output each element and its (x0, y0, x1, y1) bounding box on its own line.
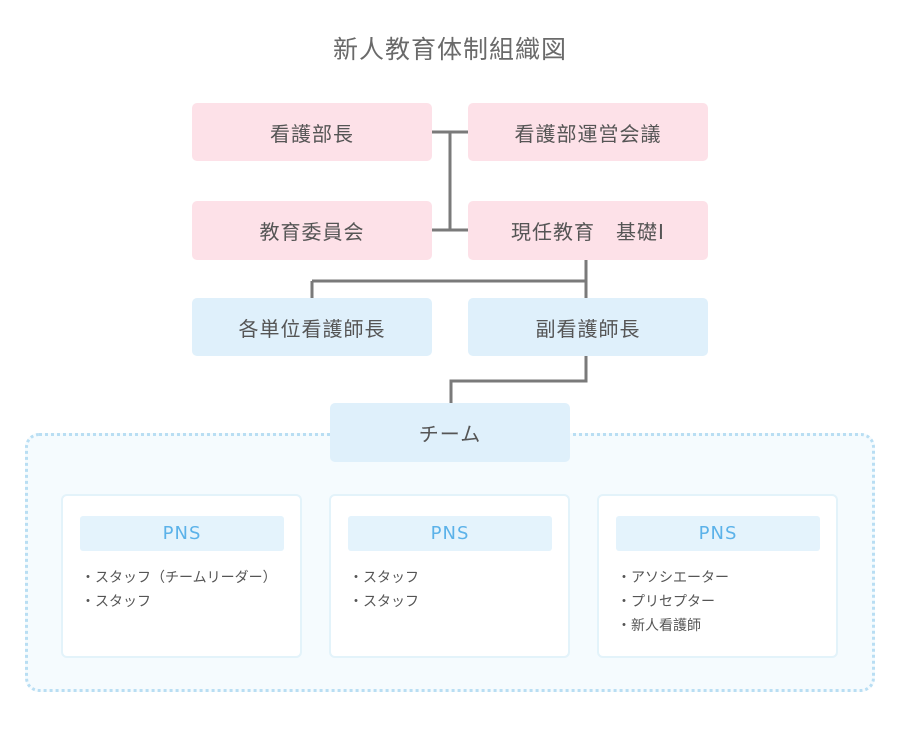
education-committee-box: 教育委員会 (192, 201, 432, 260)
pns-card-header: PNS (80, 516, 284, 551)
pns-member: スタッフ (349, 566, 419, 590)
pns-member: スタッフ (81, 590, 277, 614)
pns-member-list: アソシエーター プリセプター 新人看護師 (617, 566, 729, 638)
deputy-head-nurse-box: 副看護師長 (468, 298, 708, 356)
current-education-box: 現任教育 基礎Ⅰ (468, 201, 708, 260)
nursing-dept-meeting-label: 看護部運営会議 (514, 121, 662, 146)
nurse-director-box: 看護部長 (192, 103, 432, 161)
pns-card-header: PNS (348, 516, 552, 551)
unit-head-nurses-label: 各単位看護師長 (238, 316, 386, 341)
team-label: チーム (418, 422, 482, 446)
team-box: チーム (330, 403, 570, 462)
pns-card-2: PNS スタッフ スタッフ (329, 494, 570, 658)
pns-member: スタッフ (349, 590, 419, 614)
pns-card-header: PNS (616, 516, 820, 551)
connector-deputy-team (449, 356, 588, 403)
pns-member: スタッフ（チームリーダー） (81, 566, 277, 590)
pns-member: アソシエーター (617, 566, 729, 590)
chart-title: 新人教育体制組織図 (332, 35, 567, 64)
pns-card-1: PNS スタッフ（チームリーダー） スタッフ (61, 494, 302, 658)
pns-member-list: スタッフ スタッフ (349, 566, 419, 614)
pns-member-list: スタッフ（チームリーダー） スタッフ (81, 566, 277, 614)
nursing-dept-meeting-box: 看護部運営会議 (468, 103, 708, 161)
pns-member: 新人看護師 (617, 614, 729, 638)
education-committee-label: 教育委員会 (259, 220, 365, 244)
nurse-director-label: 看護部長 (270, 121, 354, 146)
deputy-head-nurse-label: 副看護師長 (535, 316, 641, 341)
pns-member: プリセプター (617, 590, 729, 614)
current-education-label: 現任教育 基礎Ⅰ (511, 220, 665, 244)
unit-head-nurses-box: 各単位看護師長 (192, 298, 432, 356)
pns-card-3: PNS アソシエーター プリセプター 新人看護師 (597, 494, 838, 658)
